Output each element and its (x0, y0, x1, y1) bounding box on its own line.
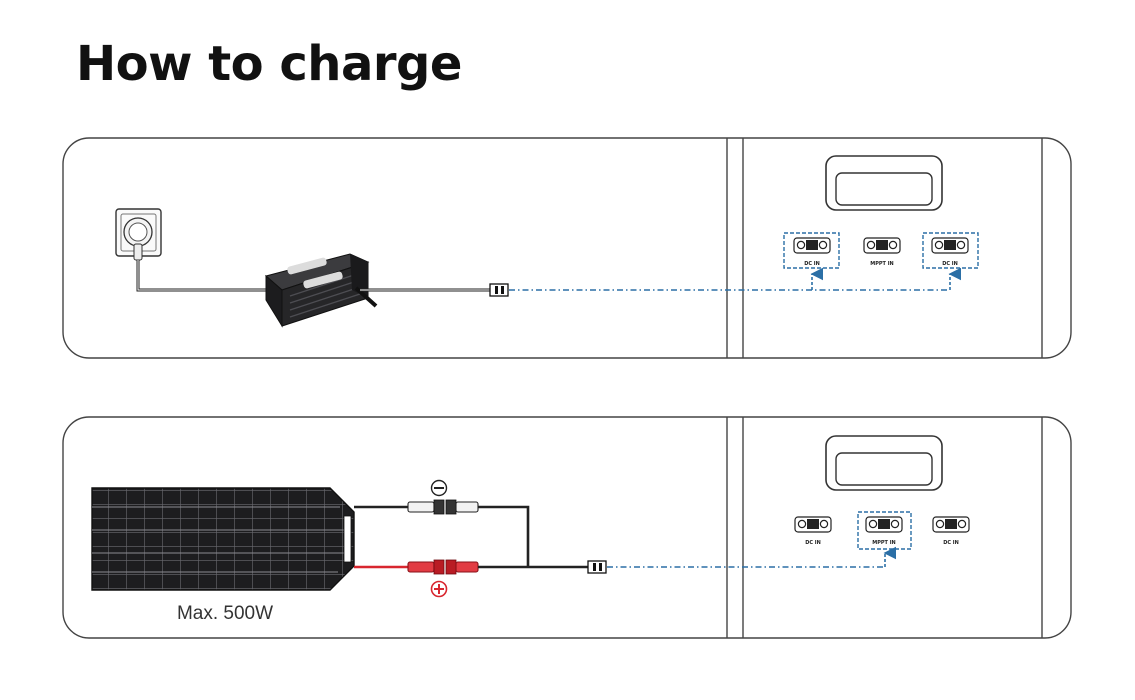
port-highlight-box (783, 232, 840, 269)
station-handle-icon (825, 155, 943, 211)
ac-port-1: DC IN (783, 232, 840, 269)
negative-polarity-icon (430, 479, 448, 497)
charger-brick-icon (264, 253, 370, 328)
port-label: DC IN (943, 540, 959, 546)
port-label: DC IN (804, 261, 820, 267)
output-connector-icon (489, 283, 509, 297)
max-wattage-label: Max. 500W (177, 603, 273, 624)
port-label: MPPT IN (870, 261, 894, 267)
positive-polarity-icon (430, 580, 448, 598)
port-highlight-box (922, 232, 979, 269)
solar-output-connector-icon (587, 560, 607, 574)
ac-port-2: MPPT IN (863, 237, 901, 267)
negative-mc4-connector-icon (407, 499, 479, 515)
port-label: DC IN (805, 540, 821, 546)
solar-port-2: MPPT IN (857, 511, 912, 550)
panel-ac-charging: DC IN MPPT IN DC IN (62, 137, 1072, 359)
station-handle-icon (825, 435, 943, 491)
port-highlight-box (857, 511, 912, 550)
ac-power-cable-highlight (137, 260, 267, 291)
solar-port-1: DC IN (794, 516, 832, 546)
port-label: MPPT IN (872, 540, 896, 546)
negative-cable-right (478, 505, 530, 566)
page-title: How to charge (76, 36, 462, 92)
ac-port-3: DC IN (922, 232, 979, 269)
positive-mc4-connector-icon (407, 559, 479, 575)
port-label: DC IN (942, 261, 958, 267)
panel-solar-charging: Max. 500W (62, 416, 1072, 639)
charger-ac-tail (354, 286, 378, 308)
wall-outlet-icon (115, 208, 162, 261)
solar-port-3: DC IN (932, 516, 970, 546)
solar-panel-icon (91, 487, 355, 591)
